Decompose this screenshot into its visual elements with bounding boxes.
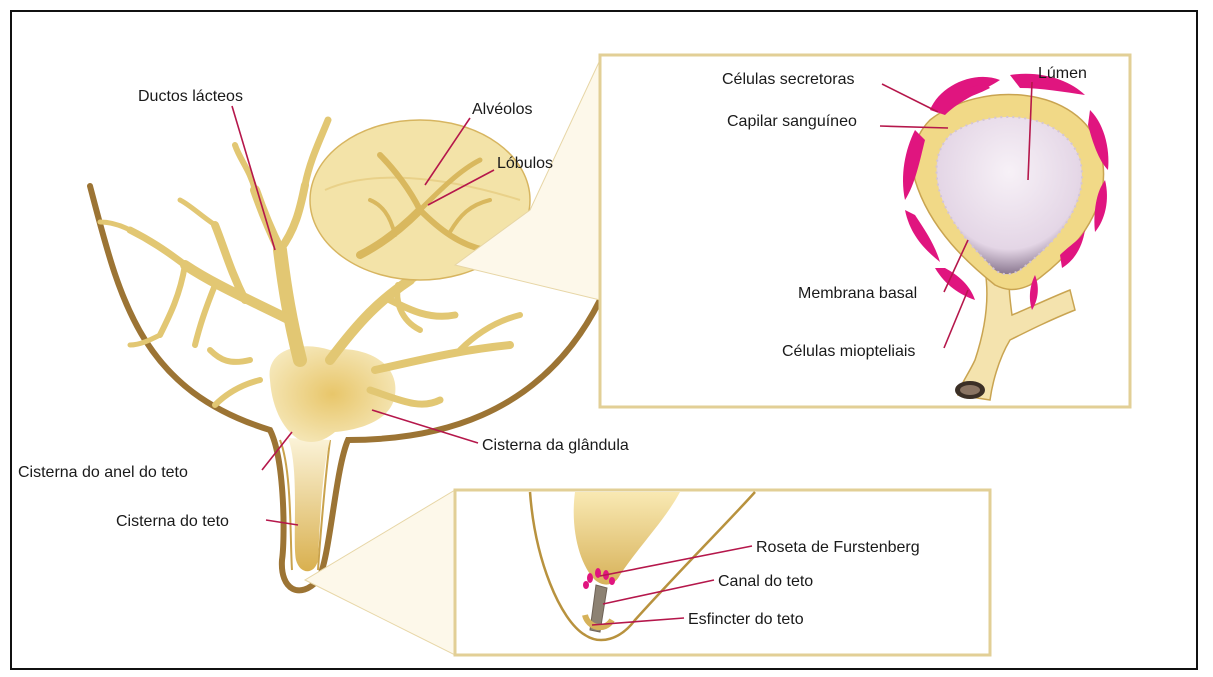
label-lobulos: Lóbulos (497, 155, 553, 172)
connector-lower (305, 490, 455, 655)
label-celulas-miopteliais: Células miopteliais (782, 343, 915, 360)
label-lumen: Lúmen (1038, 65, 1087, 82)
label-cisterna-teto: Cisterna do teto (116, 513, 229, 530)
label-celulas-secretoras: Células secretoras (722, 71, 855, 88)
label-alveolos: Alvéolos (472, 101, 532, 118)
label-membrana-basal: Membrana basal (798, 285, 917, 302)
label-capilar-sanguineo: Capilar sanguíneo (727, 113, 857, 130)
label-cisterna-anel-teto: Cisterna do anel do teto (18, 464, 188, 481)
label-ductos-lacteos: Ductos lácteos (138, 88, 243, 105)
label-roseta-furstenberg: Roseta de Furstenberg (756, 539, 920, 556)
label-cisterna-glandula: Cisterna da glândula (482, 437, 629, 454)
label-canal-teto: Canal do teto (718, 573, 813, 590)
label-esfincter-teto: Esfincter do teto (688, 611, 804, 628)
